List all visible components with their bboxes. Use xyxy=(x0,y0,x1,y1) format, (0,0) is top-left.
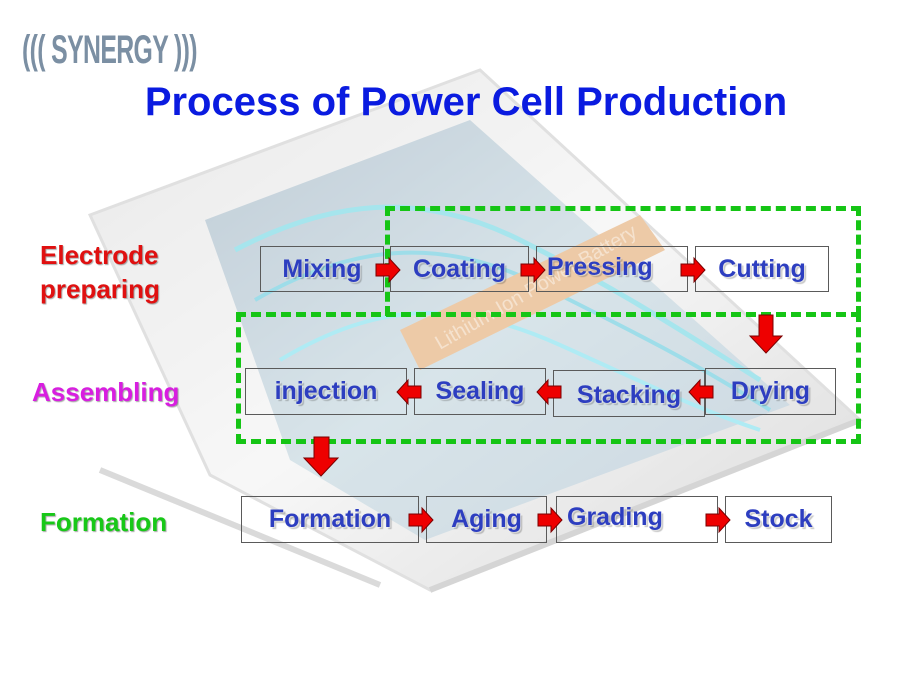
step-coating: Coating xyxy=(390,246,529,292)
process-group-outline-bottom xyxy=(236,312,861,444)
step-pressing: Pressing xyxy=(536,246,688,292)
step-aging: Aging xyxy=(426,496,547,543)
step-drying: Drying xyxy=(705,368,836,415)
stage-label-assembling: Assembling xyxy=(32,377,180,407)
page-title: Process of Power Cell Production xyxy=(144,80,788,124)
step-stacking: Stacking xyxy=(553,370,705,417)
step-sealing: Sealing xyxy=(414,368,546,415)
step-mixing: Mixing xyxy=(260,246,384,292)
stage-label-formation: Formation xyxy=(40,507,168,537)
stage-label-electrode-line1: Electrode xyxy=(40,240,159,270)
step-formation: Formation xyxy=(241,496,419,543)
step-injection: injection xyxy=(245,368,407,415)
stage-label-electrode-line2: preparing xyxy=(40,274,160,304)
step-stock: Stock xyxy=(725,496,832,543)
step-grading: Grading xyxy=(556,496,718,543)
synergy-logo: ((( SYNERGY ))) xyxy=(22,28,197,72)
stage-label-electrode: Electrode preparing xyxy=(40,238,160,306)
step-cutting: Cutting xyxy=(695,246,829,292)
